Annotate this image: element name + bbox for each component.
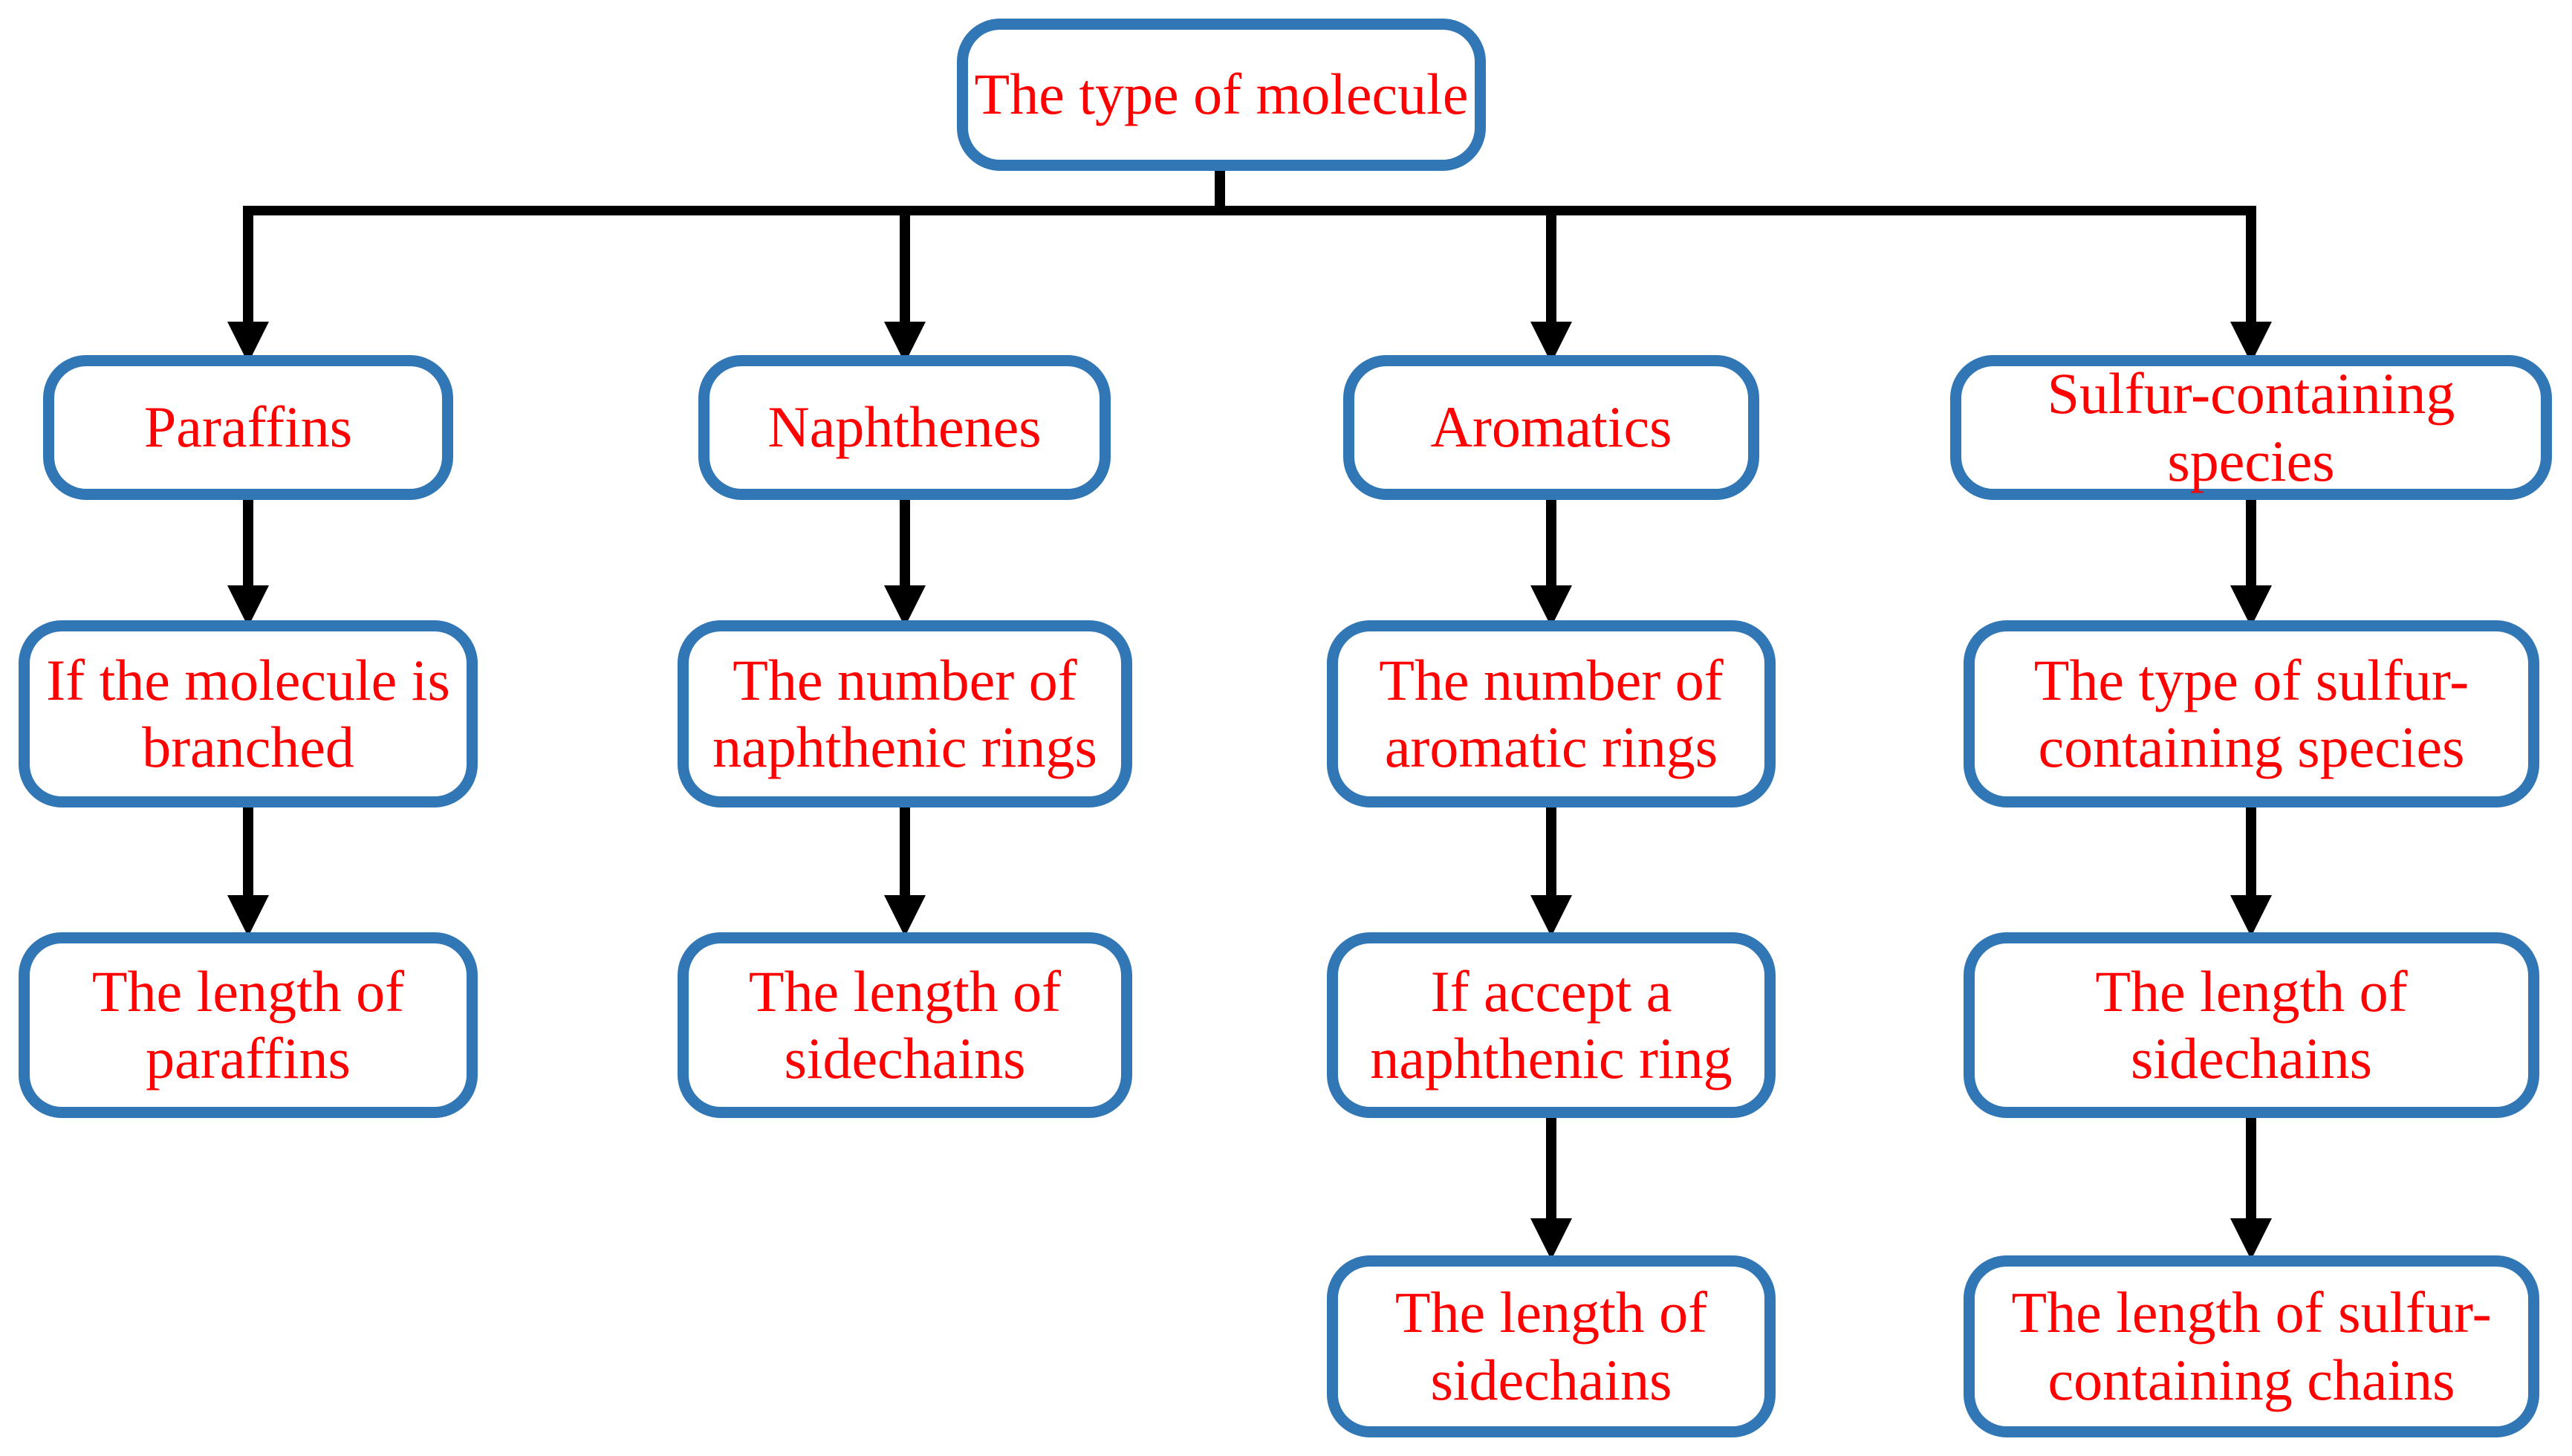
arrowhead-sulfur-2: [2230, 895, 2272, 937]
node-type-sulfur-species: The type of sulfur- containing species: [1964, 620, 2539, 807]
connector-naphthenes-1-shaft: [900, 496, 910, 587]
connector-branch-paraffins-shaft: [243, 210, 253, 323]
node-number-aromatic-rings: The number of aromatic rings: [1327, 620, 1776, 807]
node-length-sidechains-aromatics-label: The length of sidechains: [1394, 1280, 1708, 1412]
node-type-of-molecule: The type of molecule: [957, 19, 1486, 171]
node-if-accept-naphthenic-ring: If accept a naphthenic ring: [1327, 932, 1776, 1118]
node-type-of-molecule-label: The type of molecule: [974, 62, 1469, 127]
node-length-of-paraffins-label: The length of paraffins: [91, 958, 405, 1091]
connector-branch-naphthenes-shaft: [900, 210, 910, 323]
node-paraffins-label: Paraffins: [143, 394, 353, 460]
connector-paraffins-1-shaft: [243, 496, 253, 587]
node-aromatics-label: Aromatics: [1430, 394, 1672, 460]
node-if-accept-naphthenic-ring-label: If accept a naphthenic ring: [1370, 958, 1732, 1091]
node-length-sidechains-sulfur-label: The length of sidechains: [2095, 958, 2408, 1091]
arrowhead-sulfur-1: [2230, 585, 2272, 627]
node-naphthenes-label: Naphthenes: [767, 394, 1042, 460]
node-length-sulfur-chains-label: The length of sulfur- containing chains: [2011, 1280, 2492, 1412]
connector-branch-bar: [243, 206, 2256, 215]
connector-sulfur-1-shaft: [2246, 496, 2256, 587]
node-if-molecule-branched-label: If the molecule is branched: [46, 647, 450, 779]
arrowhead-aromatics-1: [1530, 585, 1572, 627]
arrowhead-aromatics-3: [1530, 1218, 1572, 1260]
arrowhead-sulfur-3: [2230, 1218, 2272, 1260]
connector-branch-sulfur-shaft: [2246, 210, 2256, 323]
connector-aromatics-1-shaft: [1546, 496, 1556, 587]
node-length-sidechains-sulfur: The length of sidechains: [1964, 932, 2539, 1118]
node-naphthenes: Naphthenes: [698, 355, 1111, 500]
connector-naphthenes-2-shaft: [900, 804, 910, 897]
node-length-of-paraffins: The length of paraffins: [19, 932, 478, 1118]
arrowhead-paraffins-2: [227, 895, 269, 937]
node-number-naphthenic-rings-label: The number of naphthenic rings: [712, 647, 1097, 779]
node-length-sulfur-chains: The length of sulfur- containing chains: [1964, 1255, 2539, 1437]
node-if-molecule-branched: If the molecule is branched: [19, 620, 478, 807]
arrowhead-aromatics-2: [1530, 895, 1572, 937]
node-length-sidechains-naphthenes-label: The length of sidechains: [748, 958, 1062, 1091]
node-type-sulfur-species-label: The type of sulfur- containing species: [2033, 647, 2469, 779]
connector-paraffins-2-shaft: [243, 804, 253, 897]
connector-branch-aromatics-shaft: [1546, 210, 1556, 323]
node-sulfur-containing-species-label: Sulfur-containing species: [2047, 361, 2455, 493]
node-length-sidechains-aromatics: The length of sidechains: [1327, 1255, 1776, 1437]
connector-root-stub: [1215, 167, 1225, 212]
arrowhead-paraffins-1: [227, 585, 269, 627]
node-aromatics: Aromatics: [1343, 355, 1759, 500]
connector-sulfur-2-shaft: [2246, 804, 2256, 897]
node-sulfur-containing-species: Sulfur-containing species: [1950, 355, 2552, 500]
arrowhead-naphthenes-2: [884, 895, 926, 937]
node-paraffins: Paraffins: [43, 355, 453, 500]
node-number-naphthenic-rings: The number of naphthenic rings: [678, 620, 1132, 807]
node-length-sidechains-naphthenes: The length of sidechains: [678, 932, 1132, 1118]
arrowhead-naphthenes-1: [884, 585, 926, 627]
connector-aromatics-2-shaft: [1546, 804, 1556, 897]
connector-aromatics-3-shaft: [1546, 1114, 1556, 1220]
connector-sulfur-3-shaft: [2246, 1114, 2256, 1220]
node-number-aromatic-rings-label: The number of aromatic rings: [1379, 647, 1724, 779]
